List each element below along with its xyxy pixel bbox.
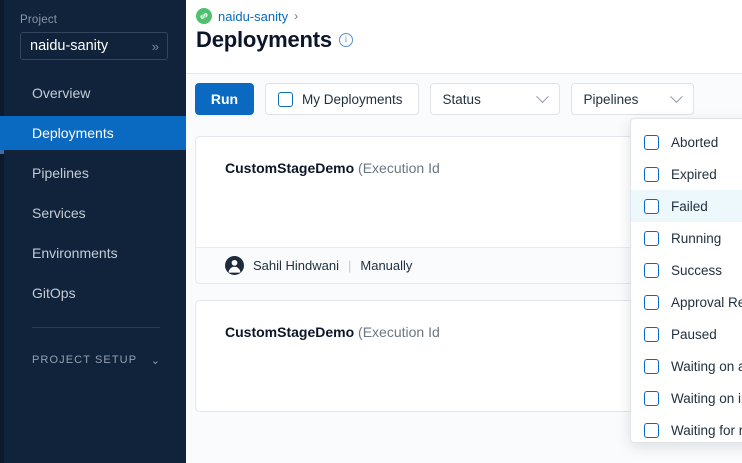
my-deployments-label: My Deployments xyxy=(302,92,403,107)
status-option-label: Paused xyxy=(671,327,717,342)
status-option-waiting-on-intervention[interactable]: Waiting on intervention xyxy=(631,382,742,414)
sidebar-item-label: Overview xyxy=(32,85,90,101)
status-filter-dropdown-button[interactable]: Status xyxy=(430,83,560,115)
deployment-card-title: CustomStageDemo (Execution Id xyxy=(225,324,440,340)
page-title: Deployments xyxy=(196,27,332,53)
breadcrumb-project-link[interactable]: naidu-sanity xyxy=(218,9,288,24)
project-setup-label: PROJECT SETUP xyxy=(32,354,151,366)
project-label: Project xyxy=(20,14,57,26)
status-option-waiting-for-resources[interactable]: Waiting for resources xyxy=(631,414,742,443)
breadcrumb-separator: › xyxy=(294,9,298,23)
status-filter-label: Status xyxy=(443,92,481,107)
toolbar: Run My Deployments Status Pipelines xyxy=(186,74,742,124)
status-option-expired[interactable]: Expired xyxy=(631,158,742,190)
deployment-trigger-type: Manually xyxy=(360,258,412,273)
project-selector-value: naidu-sanity xyxy=(30,38,152,54)
deployment-execution-id: (Execution Id xyxy=(358,160,440,176)
status-option-label: Success xyxy=(671,263,722,278)
sidebar-item-gitops[interactable]: GitOps xyxy=(0,276,186,310)
sidebar: Project naidu-sanity » Overview Deployme… xyxy=(0,0,186,463)
sidebar-item-pipelines[interactable]: Pipelines xyxy=(0,156,186,190)
status-option-label: Waiting on approval xyxy=(671,359,742,374)
pipelines-filter-label: Pipelines xyxy=(584,92,639,107)
double-chevron-right-icon: » xyxy=(152,40,159,53)
run-button[interactable]: Run xyxy=(195,83,254,115)
status-option-aborted[interactable]: Aborted xyxy=(631,126,742,158)
sidebar-item-label: GitOps xyxy=(32,285,76,301)
status-option-label: Approval Rejected xyxy=(671,295,742,310)
status-option-waiting-on-approval[interactable]: Waiting on approval xyxy=(631,350,742,382)
deployment-execution-id: (Execution Id xyxy=(358,324,440,340)
footer-divider: | xyxy=(348,258,351,273)
sidebar-item-label: Services xyxy=(32,205,86,221)
sidebar-item-environments[interactable]: Environments xyxy=(0,236,186,270)
project-link-icon xyxy=(196,8,212,24)
project-selector[interactable]: naidu-sanity » xyxy=(20,32,168,60)
status-option-checkbox[interactable] xyxy=(644,135,659,150)
status-option-label: Aborted xyxy=(671,135,718,150)
status-option-checkbox[interactable] xyxy=(644,231,659,246)
avatar xyxy=(225,256,244,275)
status-option-label: Waiting on intervention xyxy=(671,391,742,406)
status-option-checkbox[interactable] xyxy=(644,263,659,278)
my-deployments-filter[interactable]: My Deployments xyxy=(265,83,419,115)
sidebar-item-deployments[interactable]: Deployments xyxy=(0,116,186,150)
status-option-checkbox[interactable] xyxy=(644,167,659,182)
chevron-down-icon: ⌄ xyxy=(151,354,160,367)
page-title-row: Deployments i xyxy=(196,27,353,53)
status-option-success[interactable]: Success xyxy=(631,254,742,286)
page-header: naidu-sanity › Deployments i xyxy=(186,0,742,74)
status-option-paused[interactable]: Paused xyxy=(631,318,742,350)
status-option-approval-rejected[interactable]: Approval Rejected xyxy=(631,286,742,318)
breadcrumb: naidu-sanity › xyxy=(196,8,298,24)
status-option-running[interactable]: Running xyxy=(631,222,742,254)
status-option-checkbox[interactable] xyxy=(644,327,659,342)
sidebar-item-label: Pipelines xyxy=(32,165,89,181)
chevron-down-icon xyxy=(536,90,549,103)
status-option-checkbox[interactable] xyxy=(644,199,659,214)
info-icon[interactable]: i xyxy=(339,33,353,47)
deployment-author: Sahil Hindwani xyxy=(253,258,339,273)
status-option-failed[interactable]: Failed xyxy=(631,190,742,222)
deployment-card-title: CustomStageDemo (Execution Id xyxy=(225,160,440,176)
sidebar-item-services[interactable]: Services xyxy=(0,196,186,230)
sidebar-divider xyxy=(32,327,160,328)
sidebar-nav: Overview Deployments Pipelines Services … xyxy=(0,76,186,316)
status-option-label: Waiting for resources xyxy=(671,423,742,438)
sidebar-project-setup-toggle[interactable]: PROJECT SETUP ⌄ xyxy=(32,347,160,373)
deployment-name: CustomStageDemo xyxy=(225,324,354,340)
my-deployments-checkbox[interactable] xyxy=(278,92,293,107)
status-option-checkbox[interactable] xyxy=(644,359,659,374)
status-option-label: Expired xyxy=(671,167,717,182)
sidebar-item-overview[interactable]: Overview xyxy=(0,76,186,110)
status-option-checkbox[interactable] xyxy=(644,423,659,438)
sidebar-item-label: Deployments xyxy=(32,125,114,141)
status-dropdown-menu[interactable]: Aborted Expired Failed Running Success A… xyxy=(630,118,742,443)
main-content: naidu-sanity › Deployments i Run My Depl… xyxy=(186,0,742,463)
sidebar-item-label: Environments xyxy=(32,245,118,261)
status-option-checkbox[interactable] xyxy=(644,391,659,406)
pipelines-filter-dropdown-button[interactable]: Pipelines xyxy=(571,83,694,115)
status-option-label: Failed xyxy=(671,199,708,214)
deployment-name: CustomStageDemo xyxy=(225,160,354,176)
status-option-label: Running xyxy=(671,231,721,246)
status-option-checkbox[interactable] xyxy=(644,295,659,310)
chevron-down-icon xyxy=(670,90,683,103)
